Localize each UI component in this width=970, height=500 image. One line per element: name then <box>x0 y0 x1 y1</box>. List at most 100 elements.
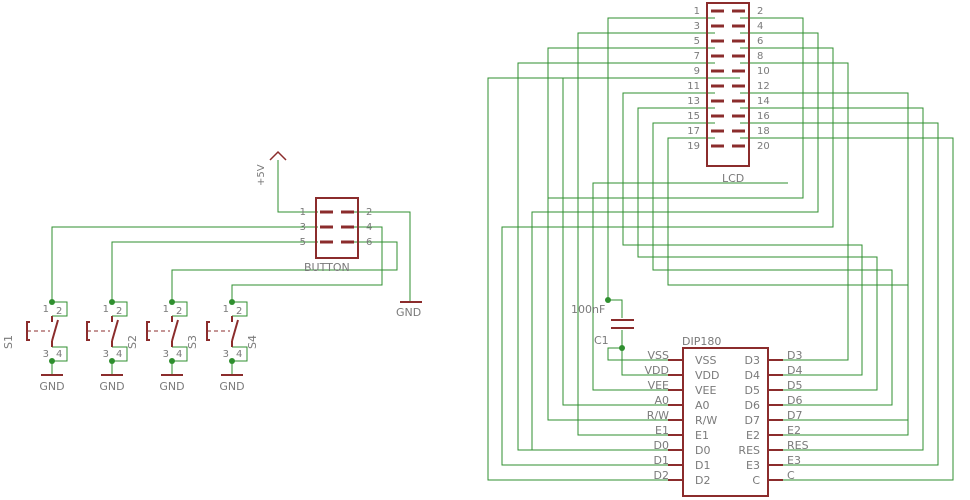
switch-lever-icon <box>231 319 239 342</box>
button-header-name: BUTTON <box>304 261 350 274</box>
switch-pin-box-bottom <box>52 346 68 362</box>
switch-pin-number: 4 <box>116 349 122 360</box>
switch-pin-number: 4 <box>236 349 242 360</box>
wire <box>171 241 398 302</box>
lcd-pin-label-left: 15 <box>687 111 700 122</box>
button-pin-label-left: 3 <box>300 222 306 233</box>
dip-pin-name-right: D3 <box>745 354 760 367</box>
switch-pin-number: 2 <box>236 306 242 317</box>
dip-net-label-left: R/W <box>647 409 669 422</box>
button-pin-bars <box>320 210 354 244</box>
dip180-pins: VSSVSSVDDVDDVEEVEEA0A0R/WR/WE1E1D0D0D1D1… <box>645 349 809 487</box>
junction-dot <box>169 299 175 305</box>
dip180-connector: DIP180 VSSVSSVDDVDDVEEVEEA0A0R/WR/WE1E1D… <box>645 335 809 497</box>
switch-pin-number: 1 <box>103 304 109 315</box>
switch-button-icon <box>86 321 90 341</box>
button-pin-label-right: 4 <box>366 222 372 233</box>
dip-pin-name-left: VDD <box>695 369 719 382</box>
switch-ground-label: GND <box>39 380 64 393</box>
lcd-pin-label-left: 17 <box>687 126 700 137</box>
button-pin-label-right: 6 <box>366 237 372 248</box>
junction-dots <box>605 297 625 351</box>
dip-net-label-left: D0 <box>654 439 669 452</box>
lcd-pin-label-right: 8 <box>757 51 763 62</box>
dip-pin-name-left: D0 <box>695 444 710 457</box>
lcd-header-name: LCD <box>722 172 744 185</box>
switch-pin-number: 2 <box>56 306 62 317</box>
switch-pin-number: 3 <box>163 349 169 360</box>
lcd-pin-label-right: 18 <box>757 126 770 137</box>
switch-pin-number: 3 <box>43 349 49 360</box>
wire <box>562 77 740 406</box>
capacitor-value: 100nF <box>571 303 605 316</box>
switch-pin-number: 2 <box>116 306 122 317</box>
switch-pin-number: 3 <box>223 349 229 360</box>
wire <box>621 348 668 376</box>
dip-net-label-right: C <box>787 469 795 482</box>
switch-lever-icon <box>51 319 59 342</box>
switch-pin-box-top <box>52 301 68 317</box>
junction-dot <box>109 299 115 305</box>
wire <box>277 160 318 213</box>
switch-button-icon <box>206 321 210 341</box>
switch-pin-box-top <box>232 301 248 317</box>
dip-net-label-right: D6 <box>787 394 802 407</box>
lcd-pin-label-left: 13 <box>687 96 700 107</box>
wire <box>740 122 939 466</box>
wire <box>667 137 909 421</box>
switch-pin-number: 4 <box>56 349 62 360</box>
lcd-pin-label-left: 1 <box>694 6 700 17</box>
junction-dot <box>229 358 235 364</box>
lcd-pin-label-right: 14 <box>757 96 770 107</box>
dip-pin-name-left: D1 <box>695 459 710 472</box>
dip-pin-name-right: D4 <box>745 369 760 382</box>
dip-net-label-left: VDD <box>645 364 669 377</box>
dip-net-label-left: D2 <box>654 469 669 482</box>
dip-net-label-left: VEE <box>648 379 669 392</box>
switch-pin-box-bottom <box>172 346 188 362</box>
wire <box>343 211 411 302</box>
junction-dot <box>605 297 611 303</box>
lcd-pin-label-right: 16 <box>757 111 770 122</box>
switch-pin-box-top <box>112 301 128 317</box>
button-pin-label-left: 5 <box>300 237 306 248</box>
dip-pin-name-left: A0 <box>695 399 710 412</box>
button-header-wiring <box>51 160 411 302</box>
junction-dot <box>229 299 235 305</box>
wire <box>607 17 715 300</box>
supply-symbol: +5V <box>256 150 287 186</box>
switch-pin-number: 3 <box>103 349 109 360</box>
switch-ground-label: GND <box>219 380 244 393</box>
switch-name: S4 <box>246 335 259 349</box>
switch-button-icon <box>26 321 30 341</box>
wire <box>607 330 668 361</box>
capacitor-c1: 100nF C1 <box>571 303 634 347</box>
switch-lever-icon <box>111 319 119 342</box>
dip-net-label-left: E1 <box>655 424 669 437</box>
dip-pin-name-right: C <box>752 474 760 487</box>
wire <box>740 62 849 361</box>
wire <box>231 226 383 302</box>
button-header-body <box>315 197 359 259</box>
lcd-pin-label-right: 2 <box>757 6 763 17</box>
dip-pin-name-right: E3 <box>746 459 760 472</box>
switch-name: S1 <box>2 335 15 349</box>
dip-net-label-right: E3 <box>787 454 801 467</box>
wire <box>622 92 863 376</box>
wire <box>740 137 954 481</box>
wire <box>592 182 788 391</box>
switch-button-icon <box>146 321 150 341</box>
wire <box>501 47 834 466</box>
switch-pin-number: 2 <box>176 306 182 317</box>
supply-label: +5V <box>256 164 267 186</box>
wire <box>740 107 924 451</box>
switch-ground-label: GND <box>99 380 124 393</box>
dip-net-label-right: D5 <box>787 379 802 392</box>
